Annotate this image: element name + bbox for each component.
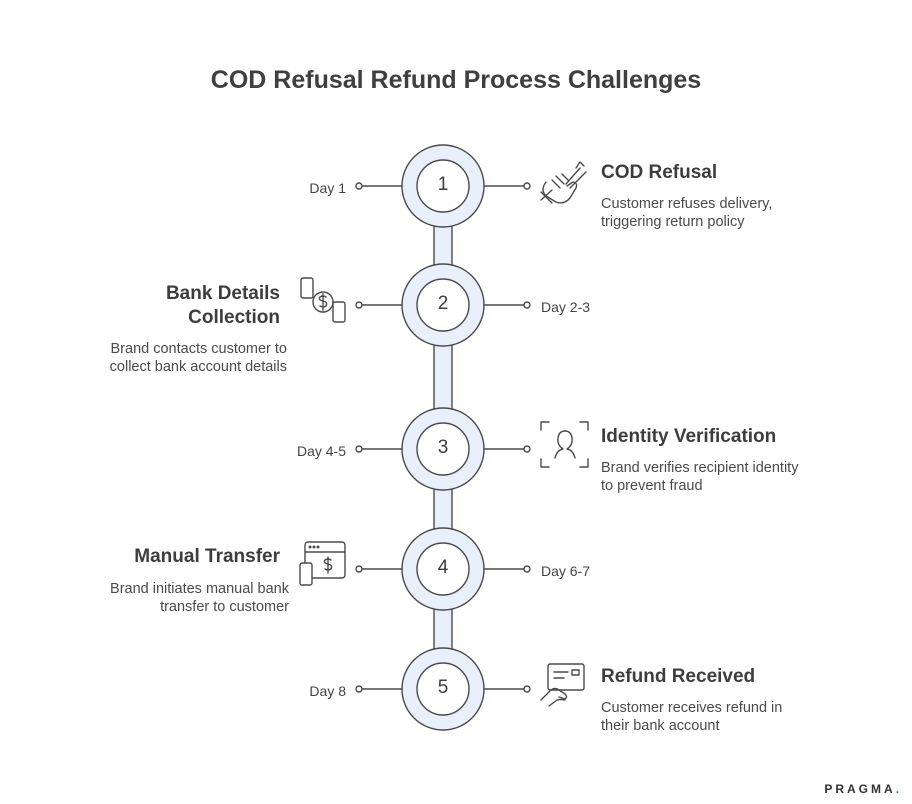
step-number-4: 4: [437, 557, 449, 578]
step-circle-1: [401, 144, 485, 228]
step-number-2: 2: [437, 293, 449, 314]
face-scan-icon: [540, 421, 589, 468]
day-label-5: Day 8: [309, 683, 346, 699]
step-title-1: COD Refusal: [601, 162, 718, 183]
day-label-2: Day 2-3: [541, 299, 591, 315]
bank-transfer-icon: [299, 541, 346, 586]
step-number-1: 1: [437, 174, 449, 195]
day-label-3: Day 4-5: [296, 443, 346, 459]
brand-logo: PRAGMA.: [824, 782, 902, 796]
step-circle-3: [401, 407, 485, 491]
day-label-4: Day 6-7: [541, 563, 591, 579]
page-title: COD Refusal Refund Process Challenges: [210, 66, 702, 94]
step-desc-1: Customer refuses delivery,triggering ret…: [601, 196, 773, 230]
money-phones-icon: [300, 277, 346, 323]
refuse-hand-icon: [540, 161, 587, 204]
day-label-1: Day 1: [309, 180, 346, 196]
step-circle-4: [401, 527, 485, 611]
step-title-3: Identity Verification: [601, 426, 777, 447]
step-circle-5: [401, 647, 485, 731]
step-title-2a: Bank Details: [165, 283, 280, 304]
step-title-4: Manual Transfer: [134, 546, 280, 567]
card-payment-icon: [540, 663, 585, 707]
step-number-5: 5: [437, 677, 449, 698]
connectors: [355, 182, 531, 693]
step-title-2b: Collection: [188, 307, 280, 328]
step-number-3: 3: [437, 437, 449, 458]
step-title-5: Refund Received: [601, 666, 756, 687]
